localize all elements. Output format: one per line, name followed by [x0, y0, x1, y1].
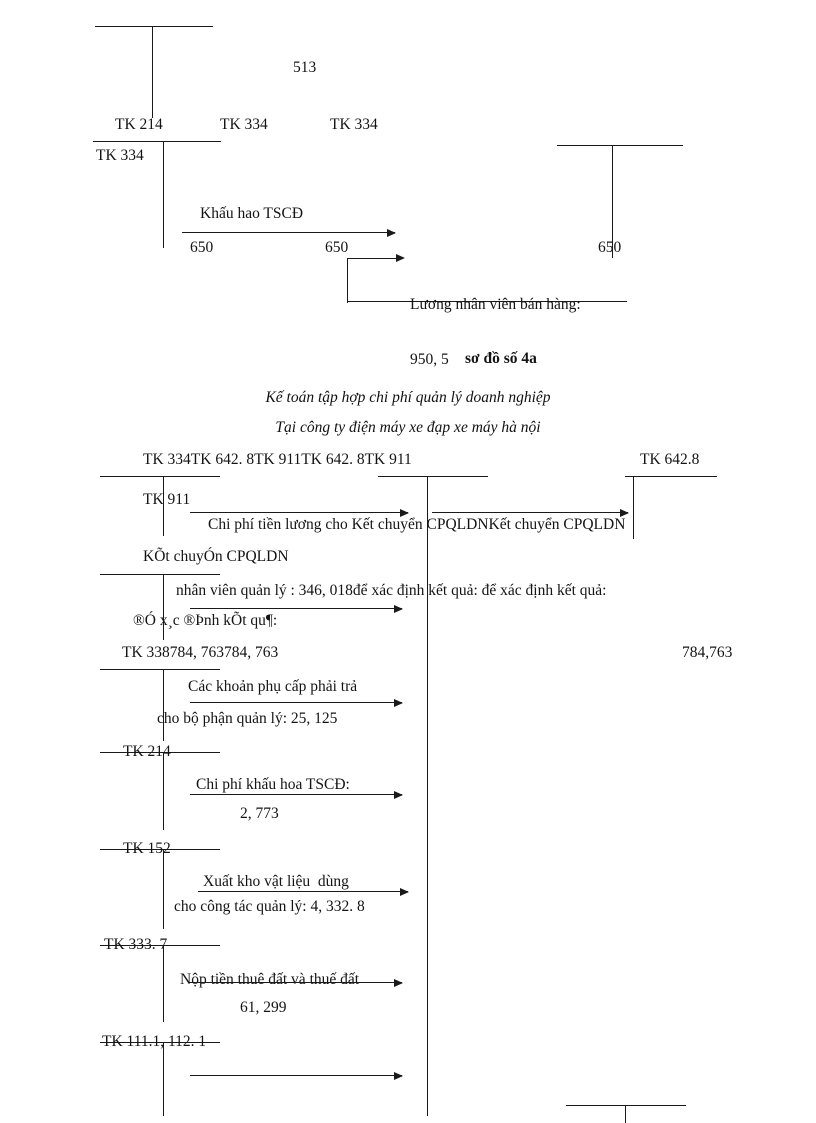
spine-right	[633, 476, 634, 539]
row3-rule	[100, 849, 220, 850]
row3-account: TK 152	[123, 840, 171, 857]
row0-line-4: ®Ó x¸c ®Þnh kÕt qu¶:	[133, 612, 278, 629]
row4-line-1: Nộp tiền thuê đất và thuế đất	[180, 971, 360, 988]
value-513: 513	[293, 59, 317, 76]
entry-luong-underline	[347, 301, 627, 302]
page-title: sơ đồ số 4a	[465, 350, 537, 367]
t-account-topright-bar	[557, 145, 683, 146]
label-tk-214: TK 214	[115, 116, 163, 133]
row3-stem	[163, 849, 164, 929]
row2-line-1: Chi phí khấu hoa TSCĐ:	[196, 776, 350, 793]
label-tk-911-sub: TK 911	[143, 491, 191, 508]
row2-account: TK 214	[123, 743, 171, 760]
header-rule-left	[100, 476, 220, 477]
row0-stem	[163, 574, 164, 640]
entry-luong-label: Lương nhân viên bán hàng:	[410, 296, 581, 313]
main-header-right: TK 642.8	[640, 451, 700, 468]
header-rule-mid	[378, 476, 488, 477]
t-account-bottom-bar	[566, 1105, 686, 1106]
row2-stem	[163, 752, 164, 830]
amount-650-left: 650	[190, 239, 214, 256]
row4-arrow	[188, 979, 403, 987]
t-account-bottom-stem	[625, 1105, 626, 1123]
row1-arrow	[190, 699, 403, 707]
label-tk-334-left: TK 334	[96, 147, 144, 164]
header-rule-right	[625, 476, 717, 477]
row0-arrow-2	[190, 605, 403, 613]
spine-center	[427, 476, 428, 1116]
row0-line-3: nhân viên quản lý : 346, 018để xác định …	[176, 582, 607, 599]
t-account-top-stem	[152, 26, 153, 118]
entry-khau-hao-arrow	[182, 229, 396, 237]
row0-arrow-right	[432, 509, 629, 517]
row0-line-1: Chi phí tiền lương cho Kết chuyển CPQLDN…	[208, 516, 626, 533]
label-tk-334-right: TK 334	[330, 116, 378, 133]
spine-left	[163, 476, 164, 536]
row5-account: TK 111.1, 112. 1	[102, 1033, 207, 1050]
row4-account: TK 333. 7	[104, 936, 168, 953]
amount-650-mid: 650	[325, 239, 349, 256]
main-header-row: TK 334TK 642. 8TK 911TK 642. 8TK 911	[143, 451, 412, 468]
row4-stem	[163, 945, 164, 1022]
t-account-topright-stem	[612, 145, 613, 258]
t-account-second-stem	[163, 141, 164, 248]
t-account-top-bar	[95, 26, 213, 27]
row0-rule	[100, 574, 220, 575]
title-number: 950, 5	[410, 351, 449, 368]
row1-stem	[163, 669, 164, 741]
row3-line-2: cho công tác quản lý: 4, 332. 8	[174, 898, 365, 915]
row1-account: TK 338784, 763784, 763	[122, 644, 279, 661]
entry-khau-hao-label: Khấu hao TSCĐ	[200, 205, 304, 222]
row2-rule	[100, 752, 220, 753]
entry-luong-bracket	[347, 254, 405, 303]
subtitle-line-1: Kế toán tập hợp chi phí quản lý doanh ng…	[265, 389, 551, 406]
row0-arrow-left	[190, 509, 409, 517]
row1-right-amount: 784,763	[682, 644, 733, 661]
row1-line-1: Các khoản phụ cấp phải trả	[188, 678, 358, 695]
row0-line-2: KÕt chuyÓn CPQLDN	[143, 548, 289, 565]
row3-line-1: Xuất kho vật liệu dùng	[203, 873, 349, 890]
label-tk-334-mid: TK 334	[220, 116, 268, 133]
row5-stem	[163, 1042, 164, 1116]
row3-arrow	[198, 888, 409, 896]
t-account-second-bar	[93, 141, 221, 142]
row5-arrow	[190, 1072, 403, 1080]
row2-line-2: 2, 773	[240, 805, 279, 822]
amount-650-right: 650	[598, 239, 622, 256]
subtitle-line-2: Tại công ty điện máy xe đạp xe máy hà nộ…	[275, 419, 541, 436]
row4-rule	[100, 945, 220, 946]
row1-line-2: cho bộ phận quản lý: 25, 125	[157, 710, 338, 727]
row1-rule	[100, 669, 220, 670]
row2-arrow	[190, 791, 403, 799]
row5-rule	[100, 1042, 220, 1043]
row4-line-2: 61, 299	[240, 999, 287, 1016]
